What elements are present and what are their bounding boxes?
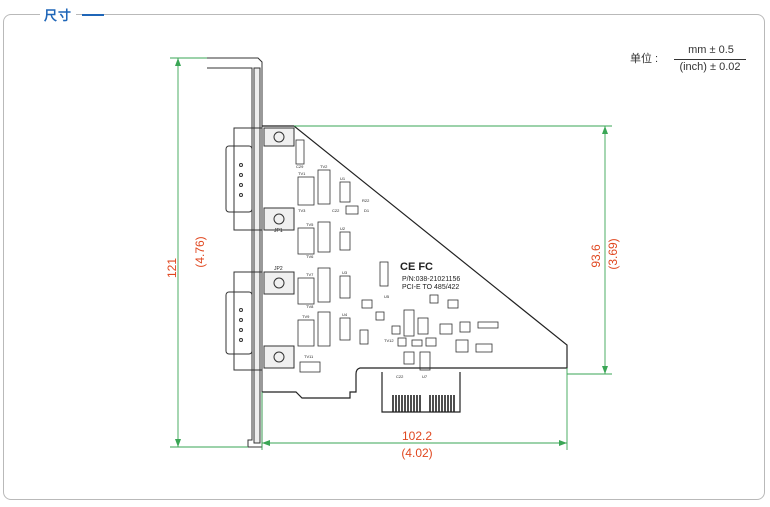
component-label: U4 xyxy=(342,312,348,317)
component-label: U1 xyxy=(340,176,346,181)
board-dimension-mm: 93.6 xyxy=(589,244,603,268)
pcb-components xyxy=(295,139,499,373)
component-label: TV5 xyxy=(306,222,314,227)
component-label: TV11 xyxy=(304,354,314,359)
dimension-lines xyxy=(170,57,612,450)
component-label: TV6 xyxy=(306,254,314,259)
db9-connector-top xyxy=(225,127,295,231)
component-label: U3 xyxy=(342,270,348,275)
unit-label: 单位 : xyxy=(630,53,659,65)
component-label: TV3 xyxy=(298,208,306,213)
component-label: C22 xyxy=(332,208,340,213)
width-dimension-mm: 102.2 xyxy=(402,429,432,443)
section-title-underline xyxy=(82,14,104,16)
component-label: TV9 xyxy=(302,314,310,319)
unit-numerator: mm ± 0.5 xyxy=(688,44,734,56)
pcb-outline xyxy=(262,125,568,413)
component-label: TV1 xyxy=(298,171,306,176)
component-label: D1 xyxy=(364,208,370,213)
height-dimension-inch: (4.76) xyxy=(193,236,207,267)
connector-label-jp2: JP2 xyxy=(274,266,283,272)
component-label: TV7 xyxy=(306,272,314,277)
component-label: U7 xyxy=(422,374,428,379)
connector-label-jp1: JP1 xyxy=(274,228,283,234)
component-label: C29 xyxy=(296,164,304,169)
component-label: U5 xyxy=(384,294,390,299)
part-number: P/N:038-21021156 xyxy=(402,276,460,283)
component-label: U2 xyxy=(340,226,346,231)
unit-fraction-bar xyxy=(674,59,746,60)
component-label: TV12 xyxy=(384,338,394,343)
gold-fingers xyxy=(392,395,455,412)
unit-legend: 单位 : mm ± 0.5 (inch) ± 0.02 xyxy=(630,44,755,78)
unit-denominator: (inch) ± 0.02 xyxy=(679,61,741,73)
height-dimension-mm: 121 xyxy=(165,258,179,278)
component-label: TV2 xyxy=(320,164,328,169)
section-title: 尺寸 xyxy=(40,5,77,24)
board-dimension-inch: (3.69) xyxy=(606,238,620,269)
component-label: C22 xyxy=(396,374,404,379)
dimension-arrows xyxy=(175,58,608,447)
mounting-bracket xyxy=(207,57,263,448)
board-labels: CE FC P/N:038-21021156 PCI-E TO 485/422 … xyxy=(274,164,460,379)
component-label: TV8 xyxy=(306,304,314,309)
width-dimension-inch: (4.02) xyxy=(401,446,432,460)
cert-marks: CE FC xyxy=(400,261,433,273)
component-label: R22 xyxy=(362,198,370,203)
board-description: PCI-E TO 485/422 xyxy=(402,284,459,291)
section-frame xyxy=(3,14,765,500)
db9-connector-bottom xyxy=(225,271,295,371)
